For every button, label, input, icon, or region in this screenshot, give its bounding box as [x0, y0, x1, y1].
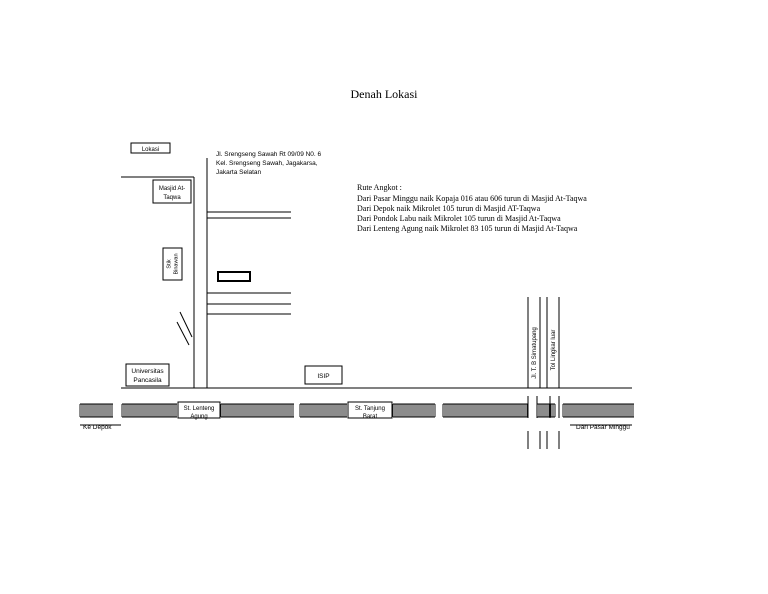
route-heading: Rute Angkot :	[357, 183, 402, 192]
station-label: Agung	[190, 414, 207, 420]
roads	[80, 158, 632, 449]
jl-tb-simatupang-label: Jl. T. B Simatupang	[532, 327, 538, 379]
masjid-label: Taqwa	[163, 195, 181, 201]
address-line-1: Jl. Srengseng Sawah Rt 09/09 N0. 6	[216, 151, 322, 158]
masjid-at-taqwa: Masjid At- Taqwa	[152, 179, 192, 204]
station-label: Barat	[363, 414, 378, 420]
route-directions: Rute Angkot : Dari Pasar Minggu naik Kop…	[357, 183, 587, 233]
address-line-2: Kel. Srengseng Sawah, Jagakarsa,	[216, 160, 318, 167]
lokasi-label: Lokasi	[142, 147, 159, 153]
address-line-3: Jakarta Selatan	[216, 169, 262, 176]
stik-label: Binawan	[174, 253, 180, 274]
station-label: St. Lenteng	[184, 406, 215, 412]
univ-label: Universitas	[131, 368, 164, 375]
route-line: Dari Pasar Minggu naik Kopaja 016 atau 6…	[357, 194, 587, 203]
lokasi-legend: Lokasi	[130, 142, 171, 154]
universitas-pancasila: Universitas Pancasila	[125, 363, 170, 387]
railway	[79, 403, 634, 418]
isip-label: ISIP	[317, 373, 329, 380]
station-lenteng-agung: St. Lenteng Agung	[177, 401, 221, 420]
ke-depok-label: Ke Depok	[83, 424, 112, 431]
route-line: Dari Depok naik Mikrolet 105 turun di Ma…	[357, 204, 541, 213]
map-title: Denah Lokasi	[351, 87, 419, 101]
isip: ISIP	[304, 365, 343, 385]
masjid-label: Masjid At-	[159, 186, 185, 192]
station-tanjung-barat: St. Tanjung Barat	[347, 401, 393, 420]
lokasi-marker	[217, 271, 251, 282]
univ-label: Pancasila	[133, 377, 162, 384]
dari-pasar-minggu-label: Dari Pasar Minggu	[576, 424, 630, 431]
station-label: St. Tanjung	[355, 406, 385, 412]
stik-binawan: Stik Binawan	[162, 247, 183, 281]
route-line: Dari Lenteng Agung naik Mikrolet 83 105 …	[357, 224, 578, 233]
stik-label: Stik	[167, 259, 173, 268]
tol-lingkar-luar-label: Tol Lingkar luar	[551, 330, 557, 371]
address-block: Jl. Srengseng Sawah Rt 09/09 N0. 6 Kel. …	[216, 151, 322, 176]
route-line: Dari Pondok Labu naik Mikrolet 105 turun…	[357, 214, 561, 223]
